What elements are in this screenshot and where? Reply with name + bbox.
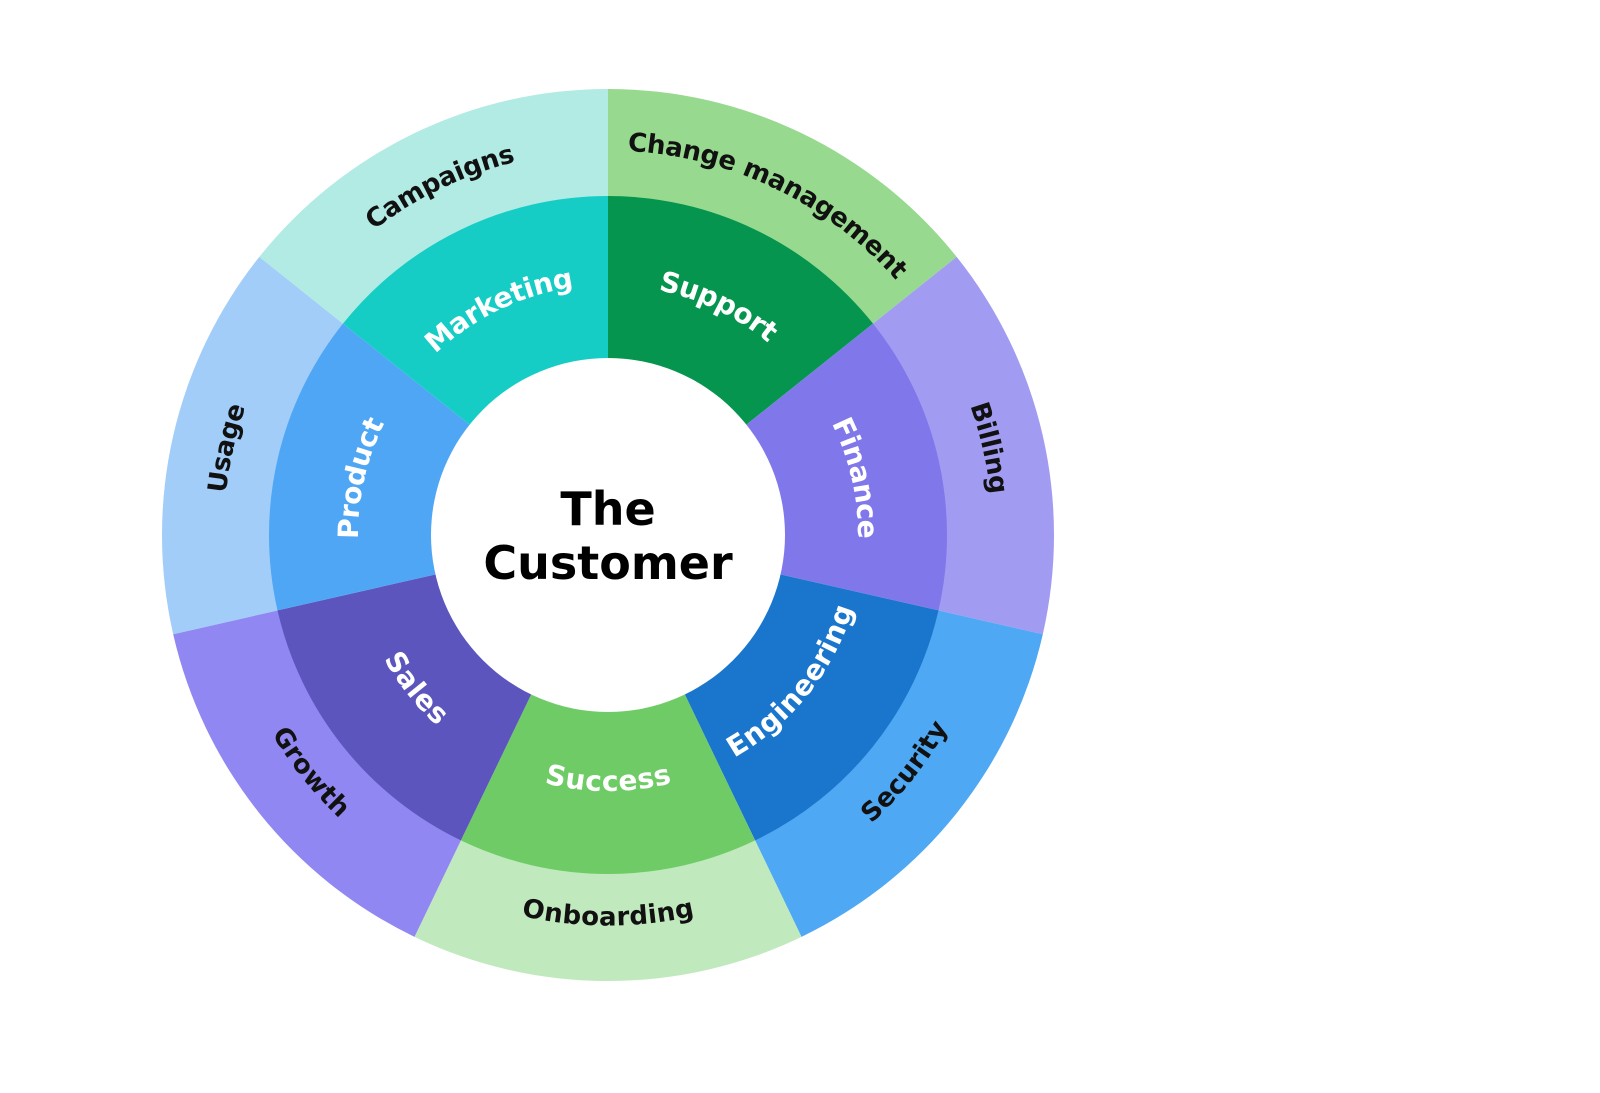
outer-segment-security [754, 610, 1043, 937]
center-circle [431, 358, 785, 712]
outer-segment-growth [173, 610, 462, 937]
center-title-line2: Customer [483, 536, 733, 590]
center-circle-group: The Customer [431, 358, 785, 712]
inner-segment-support [608, 196, 874, 426]
outer-segment-campaigns [259, 89, 608, 325]
outer-segment-onboarding [414, 839, 802, 981]
inner-segment-marketing [342, 196, 608, 426]
inner-ring [269, 196, 948, 874]
outer-segment-change-management [608, 89, 957, 325]
inner-segment-success [460, 692, 756, 874]
inner-segment-sales [277, 573, 533, 841]
inner-segment-engineering [683, 573, 939, 841]
center-title-line1: The [560, 482, 655, 536]
outer-segment-billing [872, 256, 1054, 635]
inner-segment-finance [744, 323, 948, 611]
inner-segment-product [269, 323, 472, 611]
outer-segment-usage [161, 256, 344, 635]
outer-ring [161, 89, 1054, 981]
